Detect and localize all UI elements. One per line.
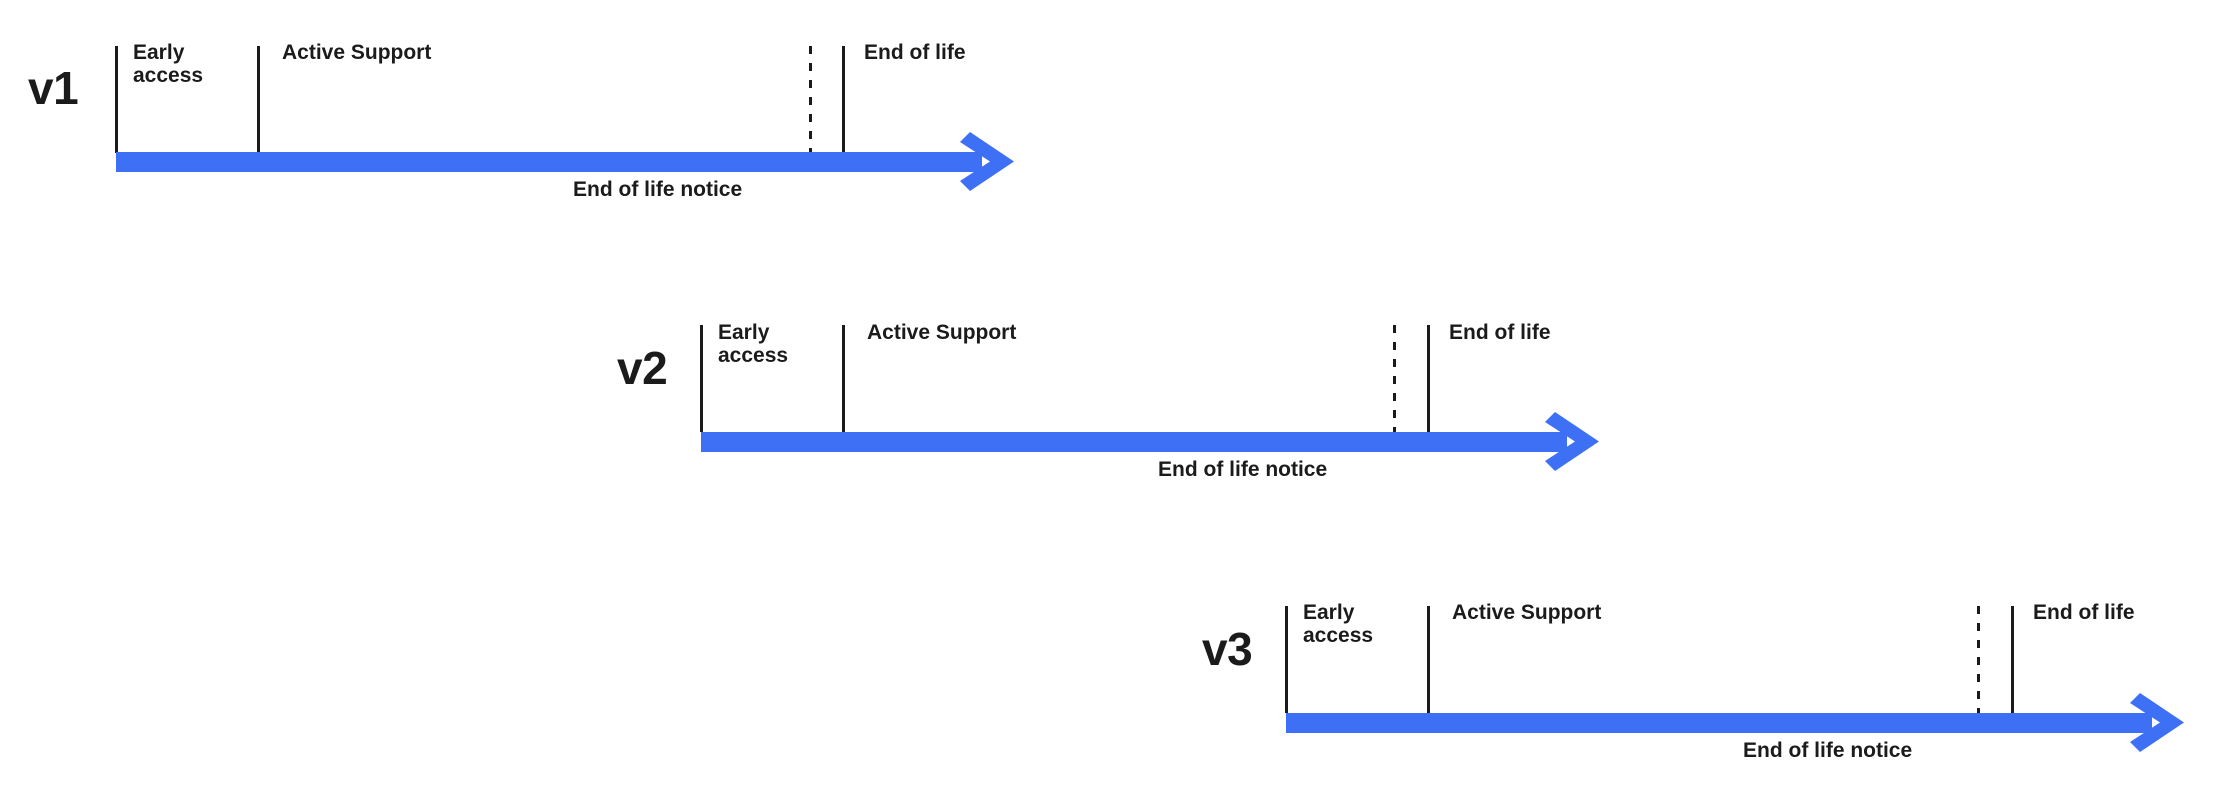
phase-label-active-support-v3: Active Support xyxy=(1452,601,1602,624)
phase-label-end-of-life-v2: End of life xyxy=(1449,321,1551,344)
tick-active-support-start-v1 xyxy=(257,46,260,153)
tick-end-of-life-start-v3 xyxy=(2011,606,2014,713)
notice-label-end-of-life-notice-v3: End of life notice xyxy=(1743,739,1913,762)
tick-end-of-life-notice-v3 xyxy=(1977,606,1980,713)
version-label-v2: v2 xyxy=(617,342,668,394)
tick-active-support-start-v2 xyxy=(842,325,845,432)
phase-label-active-support-v2: Active Support xyxy=(867,321,1017,344)
phase-label-early-access-v1: Early access xyxy=(133,41,204,87)
tick-end-of-life-start-v1 xyxy=(842,46,845,153)
timeline-bar-v2 xyxy=(701,432,1567,452)
tick-early-access-start-v3 xyxy=(1285,606,1288,713)
tick-end-of-life-notice-v2 xyxy=(1393,325,1396,432)
arrow-right-icon-v3 xyxy=(2130,693,2184,752)
phase-label-active-support-v1: Active Support xyxy=(282,41,432,64)
phase-label-end-of-life-v3: End of life xyxy=(2033,601,2135,624)
arrow-right-icon-v2 xyxy=(1545,412,1599,471)
notice-label-end-of-life-notice-v2: End of life notice xyxy=(1158,458,1328,481)
notice-label-end-of-life-notice-v1: End of life notice xyxy=(573,178,743,201)
timeline-bar-v1 xyxy=(116,152,982,172)
tick-early-access-start-v2 xyxy=(700,325,703,432)
arrow-right-icon-v1 xyxy=(960,132,1014,191)
tick-end-of-life-notice-v1 xyxy=(809,46,812,153)
phase-label-end-of-life-v1: End of life xyxy=(864,41,966,64)
phase-label-early-access-v2: Early access xyxy=(718,321,789,367)
tick-early-access-start-v1 xyxy=(115,46,118,153)
version-label-v3: v3 xyxy=(1202,623,1253,675)
tick-active-support-start-v3 xyxy=(1427,606,1430,713)
phase-label-early-access-v3: Early access xyxy=(1303,601,1374,647)
timeline-bar-v3 xyxy=(1286,713,2152,733)
tick-end-of-life-start-v2 xyxy=(1427,325,1430,432)
version-label-v1: v1 xyxy=(28,62,79,114)
